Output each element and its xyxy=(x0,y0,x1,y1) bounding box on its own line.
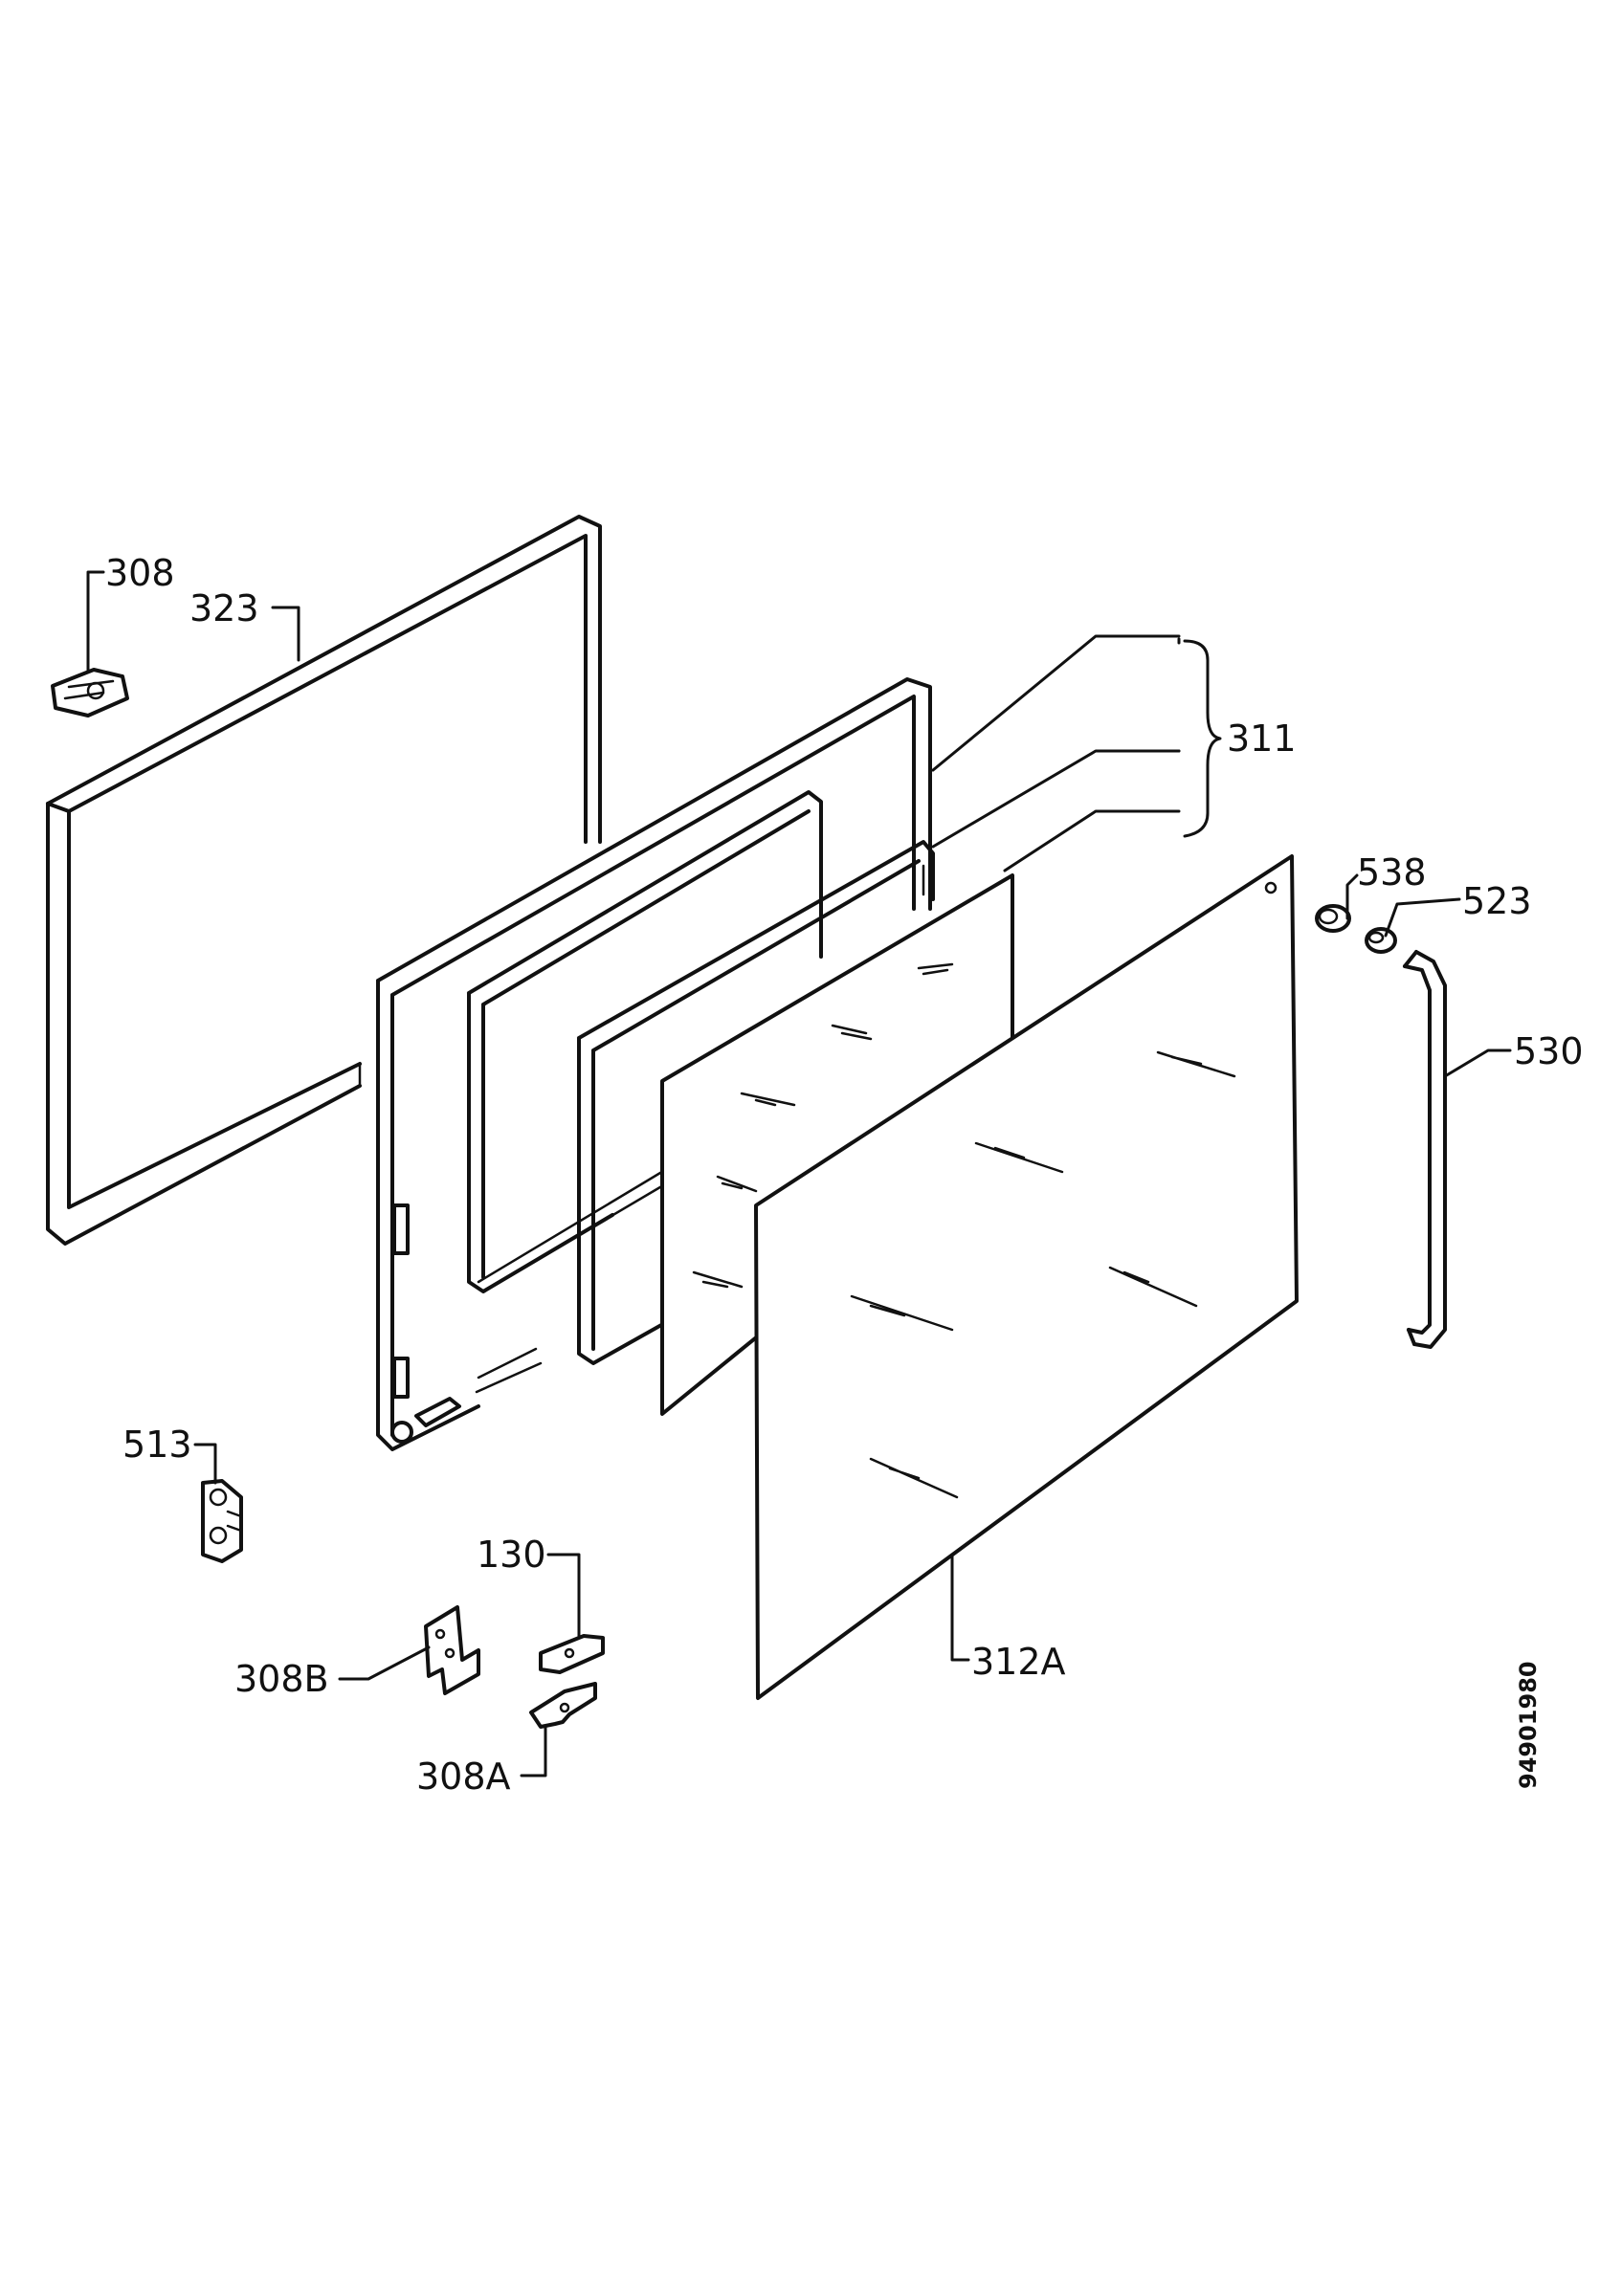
label-308B: 308B xyxy=(234,1658,329,1700)
part-308B-bracket xyxy=(424,1605,480,1695)
label-311: 311 xyxy=(1227,718,1297,760)
label-513: 513 xyxy=(122,1424,192,1466)
part-308-top-hinge xyxy=(51,668,129,718)
label-523: 523 xyxy=(1462,880,1532,922)
part-312A-outer-glass xyxy=(754,854,1299,1700)
label-530: 530 xyxy=(1514,1030,1584,1072)
document-number: 94901980 xyxy=(1515,1661,1542,1789)
part-530-handle xyxy=(1403,950,1447,1349)
part-130-bracket xyxy=(539,1634,605,1674)
label-308: 308 xyxy=(105,552,175,594)
label-308A: 308A xyxy=(416,1755,511,1798)
label-538: 538 xyxy=(1357,851,1427,894)
part-labels: 308 323 311 538 523 530 513 130 308B 312… xyxy=(105,552,1584,1798)
leader-lines xyxy=(86,570,1512,1777)
part-311-inner-frame xyxy=(577,840,935,1365)
part-523-screw xyxy=(1365,927,1397,954)
part-513-lower-hinge xyxy=(201,1479,243,1563)
label-323: 323 xyxy=(189,587,259,629)
label-130: 130 xyxy=(477,1534,546,1576)
part-323-door-seal xyxy=(46,515,602,1246)
label-312A: 312A xyxy=(971,1641,1066,1683)
part-311-door-frame xyxy=(376,677,932,1451)
part-308A-bracket xyxy=(529,1682,597,1729)
part-538-cap xyxy=(1315,904,1351,933)
